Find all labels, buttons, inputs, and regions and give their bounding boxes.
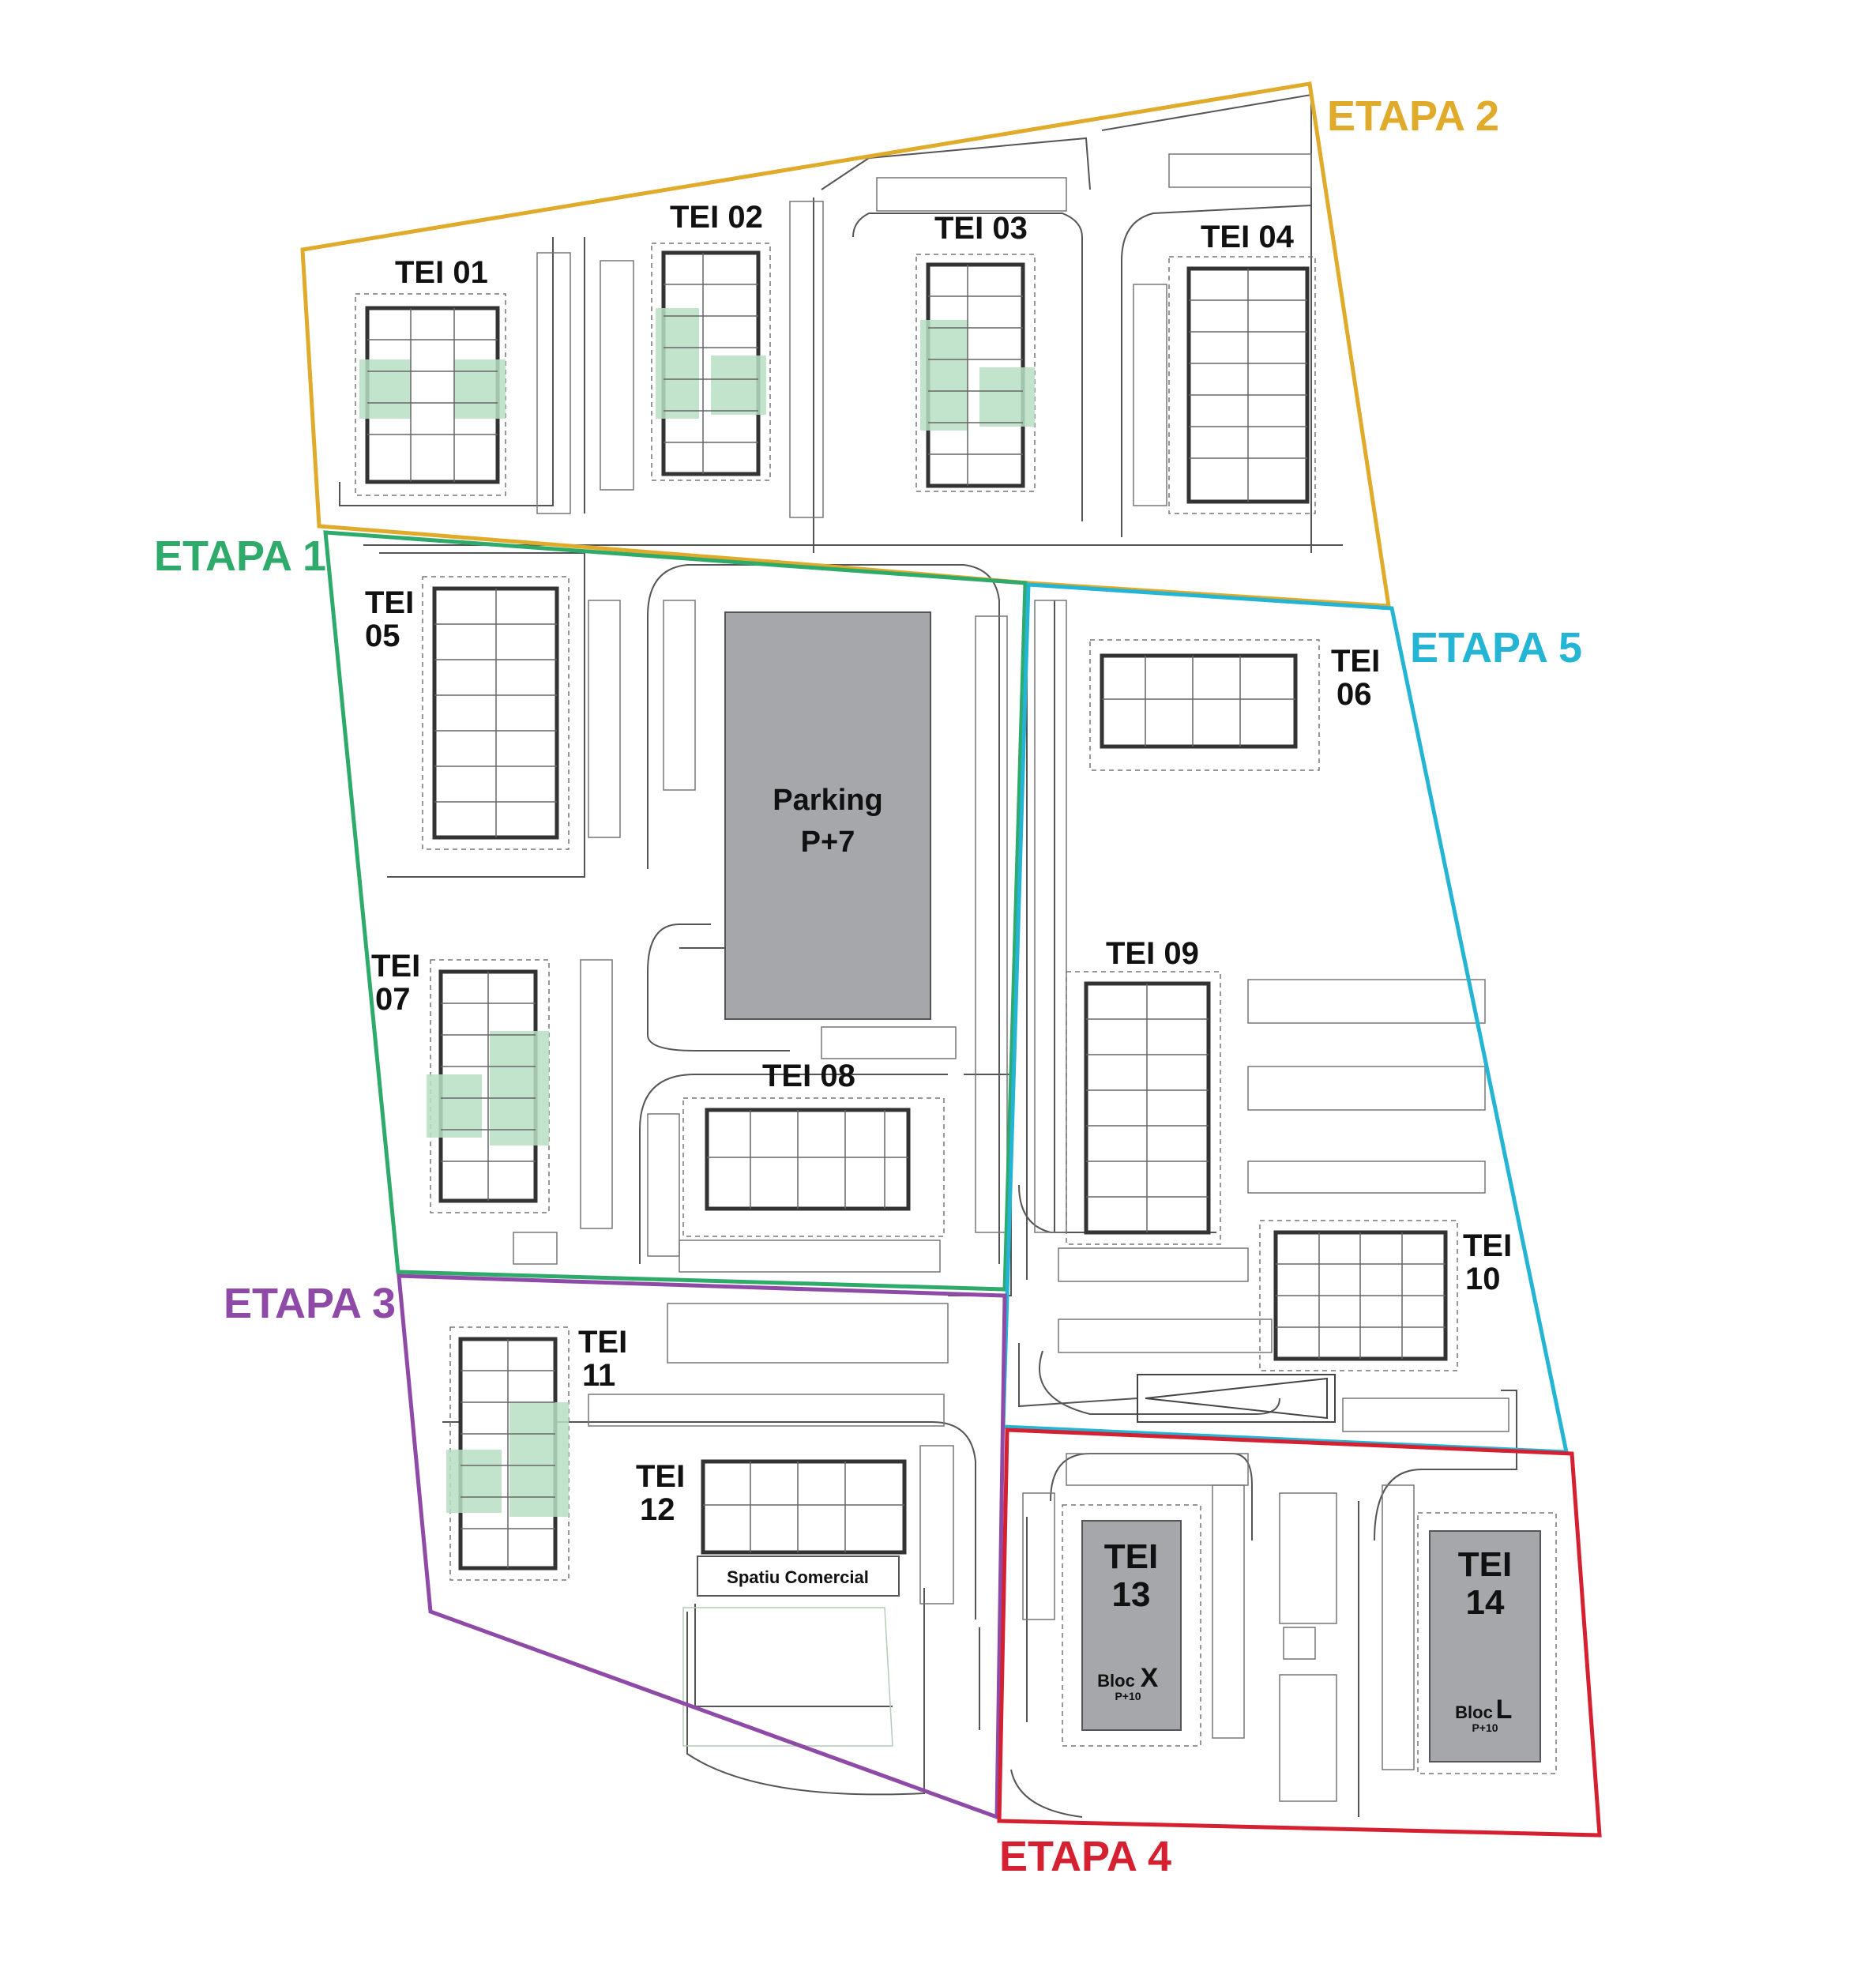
ramp-marker [1137, 1374, 1336, 1423]
building-tei08 [682, 1097, 945, 1237]
stage-boundaries [300, 81, 1602, 1838]
building-tei01 [355, 293, 506, 496]
etapa2-label: ETAPA 2 [1327, 92, 1499, 140]
tei01-label: TEI 01 [395, 255, 488, 290]
building-footprints [355, 243, 1557, 1774]
etapa3-label: ETAPA 3 [224, 1280, 396, 1327]
tei14-label-line2: 14 [1466, 1583, 1505, 1622]
building-tei04 [1168, 256, 1316, 514]
parking-label-line2: P+7 [801, 826, 855, 859]
building-tei11 [446, 1326, 570, 1581]
tei14-bloc-letter: L [1496, 1695, 1513, 1725]
building-tei06 [1089, 639, 1320, 771]
building-tei05 [422, 576, 570, 850]
tei13-label-line1: TEI [1104, 1537, 1158, 1576]
commercial-space-label: Spatiu Comercial [727, 1567, 869, 1587]
tei06-label-line2: 06 [1337, 677, 1372, 712]
commercial-lawn-area [682, 1607, 893, 1747]
etapa5-label: ETAPA 5 [1410, 624, 1582, 672]
tei13-label-line2: 13 [1112, 1575, 1151, 1614]
tei07-label-line1: TEI [371, 949, 420, 984]
parking-stalls [513, 153, 1509, 1802]
building-tei09 [1066, 971, 1221, 1245]
tei10-label-line2: 10 [1465, 1262, 1501, 1296]
etapa1-label: ETAPA 1 [154, 532, 326, 580]
tei05-label-line2: 05 [365, 619, 400, 653]
tei13-floors: P+10 [1115, 1690, 1141, 1702]
tei12-label-line1: TEI [636, 1459, 685, 1494]
building-tei03 [915, 254, 1036, 492]
tei04-label: TEI 04 [1201, 220, 1295, 254]
tei02-label: TEI 02 [670, 200, 763, 235]
etapa4-boundary [997, 1428, 1602, 1838]
tei13-bloc-letter: X [1141, 1663, 1159, 1693]
etapa4-label: ETAPA 4 [999, 1833, 1171, 1880]
building-tei12 [697, 1459, 907, 1597]
tei10-label-line1: TEI [1463, 1228, 1512, 1263]
parking-garage: Parking P+7 [724, 611, 931, 1020]
parking-label-line1: Parking [773, 784, 882, 817]
tei03-label: TEI 03 [934, 211, 1028, 246]
etapa3-boundary [397, 1273, 1007, 1820]
tei09-label: TEI 09 [1106, 936, 1199, 971]
building-tei14 [1417, 1512, 1557, 1774]
tei14-floors: P+10 [1472, 1721, 1498, 1734]
tei07-label-line2: 07 [375, 982, 411, 1017]
building-tei07 [427, 959, 550, 1213]
tei12-label-line2: 12 [640, 1492, 675, 1527]
building-tei10 [1259, 1220, 1458, 1371]
building-tei02 [651, 243, 771, 481]
tei11-label-line1: TEI [578, 1325, 627, 1360]
etapa1-boundary [323, 530, 1028, 1292]
tei14-label-line1: TEI [1458, 1545, 1512, 1584]
tei14-bloc-label: Bloc [1455, 1702, 1493, 1722]
building-tei13 [1062, 1504, 1201, 1747]
tei05-label-line1: TEI [365, 585, 414, 620]
tei13-bloc-label: Bloc [1097, 1671, 1135, 1691]
tei11-label-line2: 11 [582, 1358, 615, 1393]
tei08-label: TEI 08 [762, 1059, 855, 1093]
tei06-label-line1: TEI [1331, 644, 1380, 679]
